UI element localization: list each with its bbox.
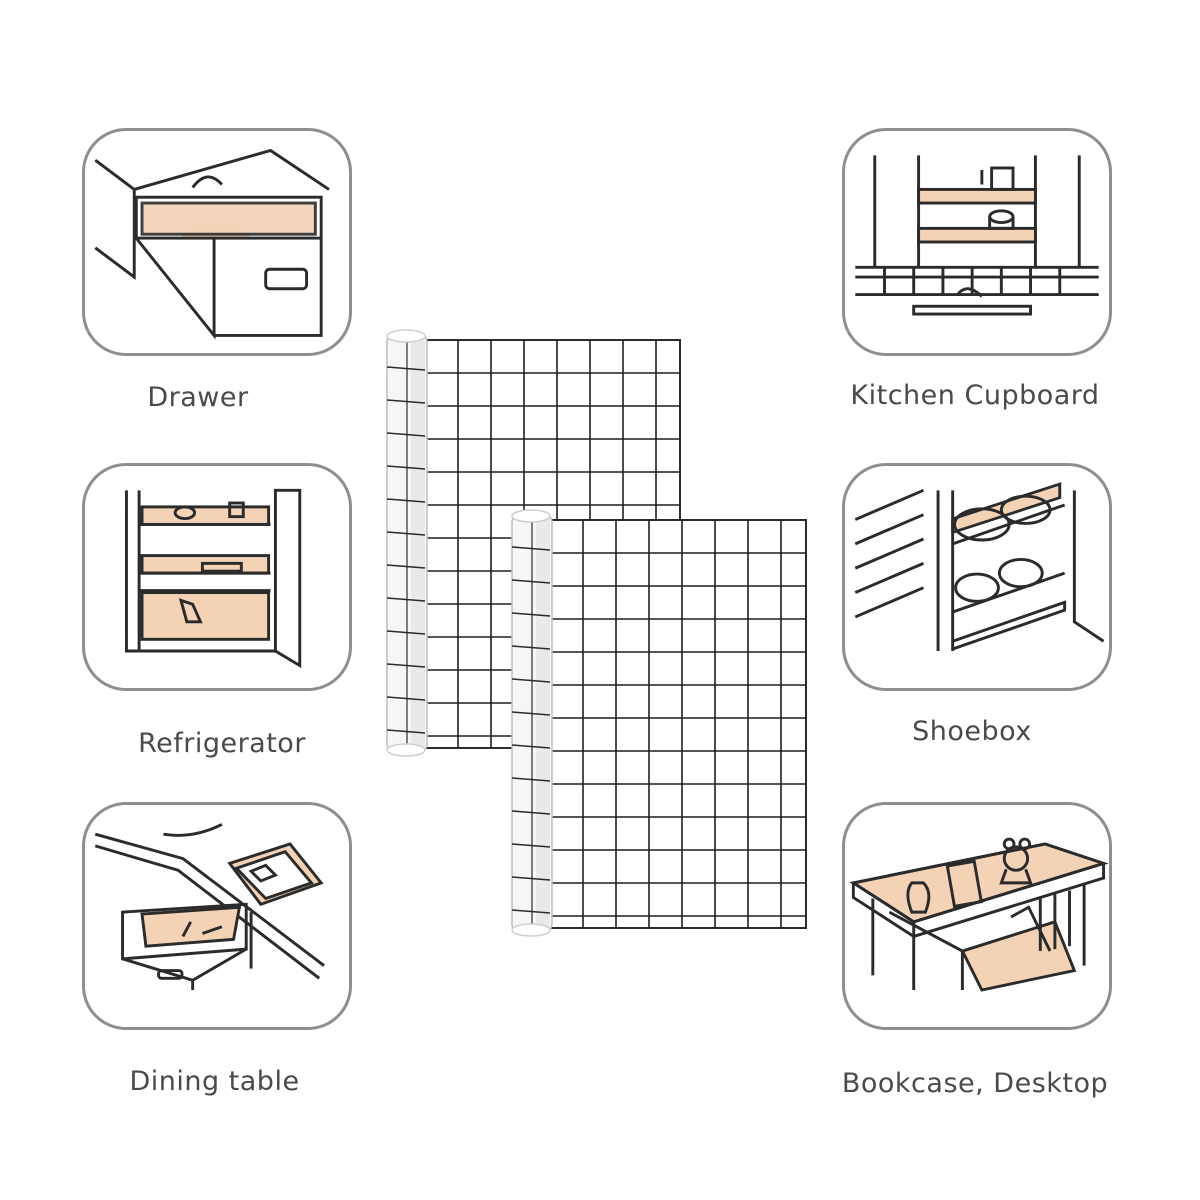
drawer-label: Drawer xyxy=(147,382,249,413)
refrigerator-card xyxy=(82,463,352,691)
shoebox-icon xyxy=(854,482,1105,651)
drawer-card xyxy=(82,128,352,356)
bookcase-desktop-card xyxy=(842,802,1112,1030)
dining-table-label: Dining table xyxy=(129,1066,300,1097)
drawer-icon xyxy=(94,148,330,340)
shoebox-card xyxy=(842,463,1112,691)
grid-contact-paper-roll-front xyxy=(510,508,808,938)
shoebox-label: Shoebox xyxy=(912,716,1032,747)
refrigerator-label: Refrigerator xyxy=(138,728,306,759)
kitchen-cupboard-card xyxy=(842,128,1112,356)
grid-pattern-front xyxy=(511,509,807,937)
kitchen-cupboard-label: Kitchen Cupboard xyxy=(850,380,1100,411)
dining-table-icon xyxy=(94,823,325,990)
dining-table-card xyxy=(82,802,352,1030)
refrigerator-icon xyxy=(124,488,302,669)
bookcase-desktop-label: Bookcase, Desktop xyxy=(841,1068,1109,1099)
kitchen-cupboard-icon xyxy=(855,155,1099,316)
bookcase-desktop-icon xyxy=(849,837,1109,992)
